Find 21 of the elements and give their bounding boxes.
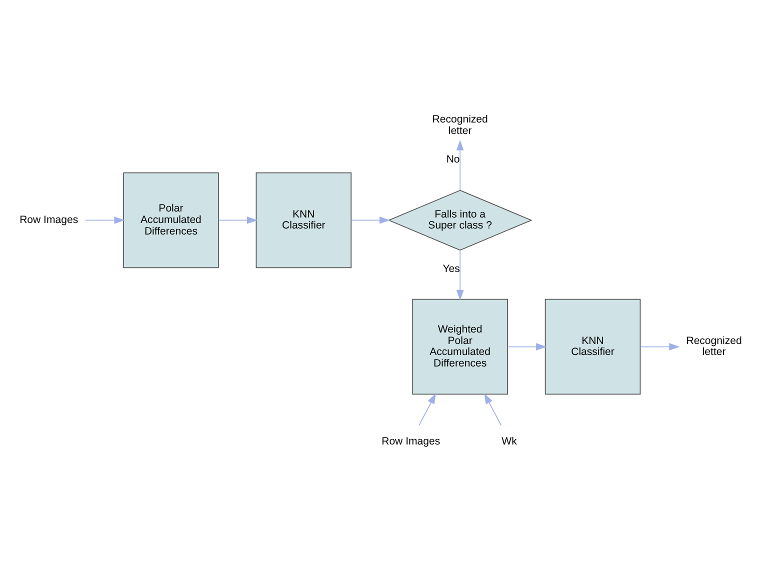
node-box: Weighted Polar Accumulated Differences: [412, 298, 508, 394]
arrow: [84, 216, 125, 224]
arrow: [350, 216, 390, 224]
arrow: [507, 342, 547, 350]
node-box: KNN Classifier: [256, 172, 352, 268]
node-text: Wk: [502, 434, 517, 447]
edge-label: No: [446, 153, 460, 165]
node-text: Row Images: [20, 213, 78, 226]
arrow: [218, 216, 258, 224]
arrow: [484, 392, 502, 426]
node-diamond: Falls into a Super class ?: [388, 189, 532, 250]
arrow: [456, 139, 464, 190]
node-text: Recognized letter: [686, 334, 742, 358]
arrow: [640, 342, 680, 350]
node-text: Row Images: [382, 434, 440, 447]
arrow: [418, 392, 436, 426]
edge-label: Yes: [442, 262, 460, 274]
node-box: Polar Accumulated Differences: [123, 172, 219, 268]
node-text: Recognized letter: [432, 112, 488, 136]
node-box: KNN Classifier: [544, 298, 641, 394]
arrow: [456, 249, 464, 300]
